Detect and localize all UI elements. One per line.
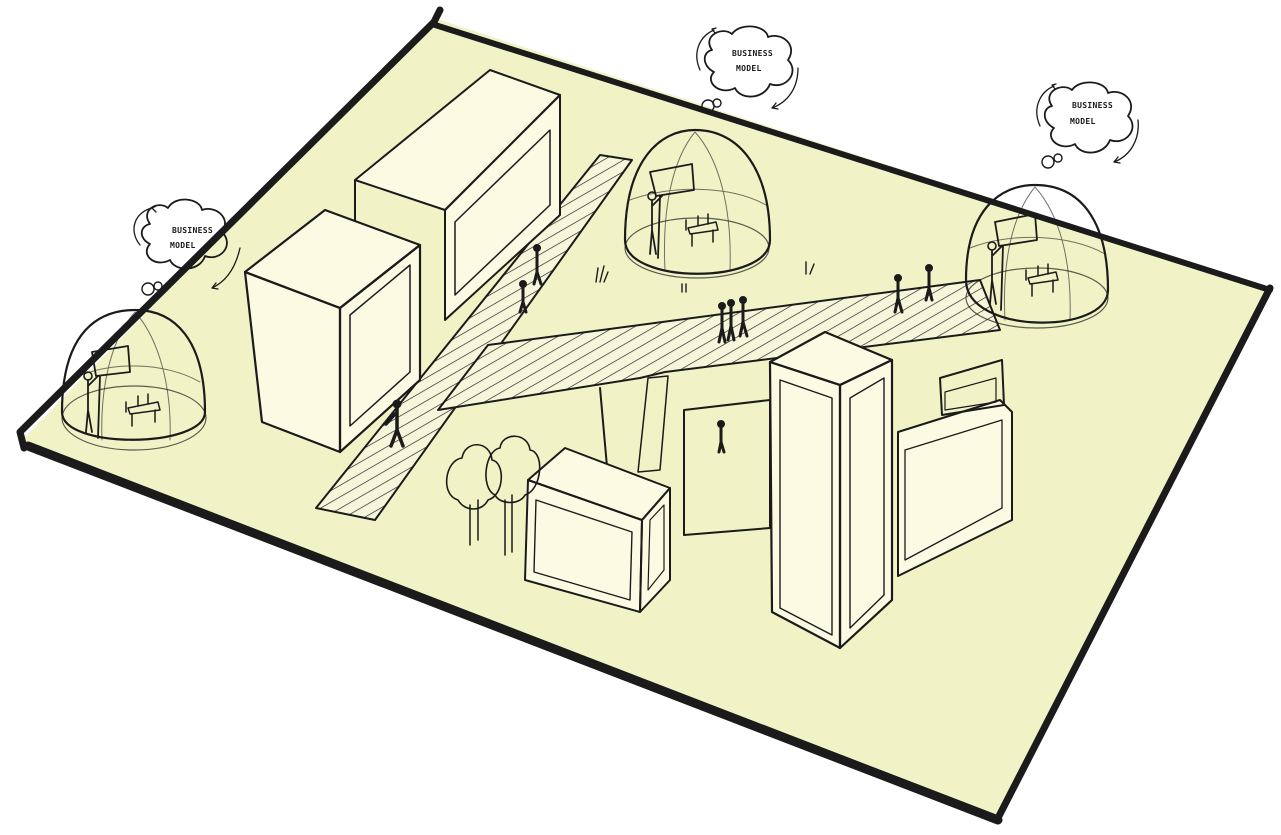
thought-cloud-icon xyxy=(705,26,793,96)
ground-plate xyxy=(20,10,1270,820)
thought-bubble-center: BUSINESS MODEL xyxy=(697,26,798,112)
bubble-text-line2: MODEL xyxy=(1070,117,1096,126)
tower xyxy=(770,332,892,648)
bubble-text-line2: MODEL xyxy=(170,241,196,250)
bubble-text-line2: MODEL xyxy=(736,64,762,73)
bubble-text-line1: BUSINESS xyxy=(1072,101,1113,110)
rotation-arrow-icon xyxy=(772,68,798,109)
bubble-text-line1: BUSINESS xyxy=(732,49,773,58)
thought-bubble-right: BUSINESS MODEL xyxy=(1037,82,1138,168)
bubble-text-line1: BUSINESS xyxy=(172,226,213,235)
